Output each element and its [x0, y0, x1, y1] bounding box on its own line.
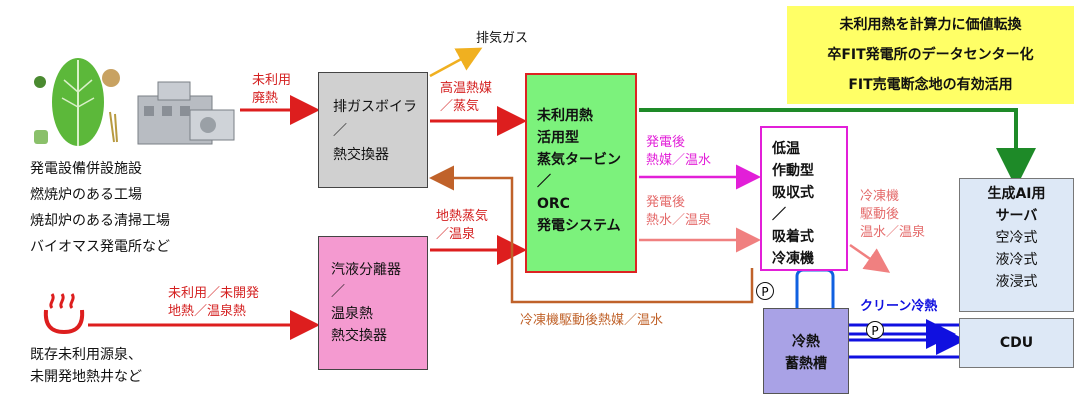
label-gen-after-media: 発電後 熱媒／温水 [646, 134, 711, 170]
box-line: 蒸気タービン [537, 152, 621, 168]
source-item: バイオマス発電所など [30, 239, 170, 255]
arrow-exhaust-gas [429, 47, 483, 78]
box-line: ／ [772, 207, 786, 223]
box-line: サーバ [995, 208, 1038, 224]
box-line: 冷凍機 [772, 251, 814, 267]
source-item: 未開発地熱井など [30, 369, 142, 385]
source-item: 既存未利用源泉、 [30, 347, 142, 363]
value-proposition-callout: 未利用熱を計算力に価値転換 卒FIT発電所のデータセンター化 FIT売電断念地の… [787, 6, 1074, 104]
label-line: 温水／温泉 [860, 225, 926, 240]
industrial-source-list: 発電設備併設施設 燃焼炉のある工場 焼却炉のある清掃工場 バイオマス発電所など [30, 156, 170, 260]
box-line: 液浸式 [995, 274, 1038, 290]
label-line: 熱媒／温水 [646, 153, 712, 168]
label-chiller-return: 冷凍機駆動後熱媒／温水 [520, 313, 664, 328]
label-line: 高温熱媒 [440, 81, 493, 96]
absorption-chiller-box: 低温 作動型 吸収式 ／ 吸着式 冷凍機 [760, 126, 848, 271]
box-line: 排ガスボイラ [333, 99, 417, 115]
label-line: 冷凍機 [860, 189, 900, 204]
box-line: 液冷式 [995, 252, 1038, 268]
exhaust-gas-boiler-box: 排ガスボイラ ／ 熱交換器 [318, 72, 428, 188]
label-unused-geothermal: 未利用／未開発 地熱／温泉熱 [168, 285, 259, 321]
callout-line: FIT売電断念地の有効活用 [848, 77, 1013, 93]
label-line: 地熱蒸気 [436, 209, 489, 224]
box-line: 吸着式 [772, 229, 814, 245]
box-line: ／ [333, 123, 347, 139]
label-line: 廃熱 [252, 91, 279, 106]
label-chiller-after: 冷凍機 駆動後 温水／温泉 [860, 188, 925, 242]
box-line: ／ [537, 174, 551, 190]
callout-line: 卒FIT発電所のデータセンター化 [827, 47, 1034, 63]
orc-power-system-box: 未利用熱 活用型 蒸気タービン ／ ORC 発電システム [525, 73, 637, 273]
box-line: 温泉熱 [331, 306, 373, 322]
arrow-power-to-server [639, 108, 1036, 188]
box-line: 蓄熱槽 [785, 356, 827, 372]
label-line: 地熱／温泉熱 [168, 304, 247, 319]
label-waste-heat: 未利用 廃熱 [252, 72, 291, 108]
source-item: 燃焼炉のある工場 [30, 187, 142, 203]
arrow-chiller-after [849, 243, 891, 273]
label-line: 未利用／未開発 [168, 286, 260, 301]
label-line: 駆動後 [860, 207, 900, 222]
label-clean-cooling: クリーン冷熱 [860, 299, 938, 314]
factory-icon [137, 81, 235, 145]
box-line: 熱交換器 [333, 147, 389, 163]
callout-line: 未利用熱を計算力に価値転換 [839, 17, 1022, 33]
box-line: 汽液分離器 [331, 262, 401, 278]
box-line: ORC [537, 196, 570, 212]
label-line: 発電後 [646, 195, 686, 210]
cold-storage-tank-box: 冷熱 蓄熱槽 [763, 308, 849, 394]
box-line: 冷熱 [792, 334, 820, 350]
label-exhaust-gas: 排気ガス [476, 31, 529, 46]
steam-separator-box: 汽液分離器 ／ 温泉熱 熱交換器 [318, 236, 428, 370]
arrow-return-loop [429, 165, 754, 304]
label-line: ／蒸気 [440, 99, 480, 114]
source-item: 発電設備併設施設 [30, 161, 142, 177]
box-line: 吸収式 [772, 185, 814, 201]
pump-icon: P [866, 321, 884, 339]
hot-spring-source-list: 既存未利用源泉、 未開発地熱井など [30, 344, 142, 388]
box-line: 空冷式 [995, 230, 1038, 246]
box-line: ／ [331, 284, 345, 300]
box-line: 未利用熱 [537, 108, 593, 124]
label-line: 未利用 [252, 73, 292, 88]
label-high-temp-media: 高温熱媒 ／蒸気 [440, 80, 492, 116]
hot-spring-icon [43, 293, 85, 335]
pump-icon: P [756, 282, 774, 300]
source-item: 焼却炉のある清掃工場 [30, 213, 170, 229]
box-line: 発電システム [537, 218, 621, 234]
box-line: 生成AI用 [987, 186, 1046, 202]
label-gen-after-hot-water: 発電後 熱水／温泉 [646, 194, 711, 230]
cdu-box: CDU [959, 318, 1074, 368]
biomass-leaf-icon [34, 58, 120, 146]
box-line: 作動型 [772, 163, 814, 179]
box-line: 活用型 [537, 130, 579, 146]
label-line: 熱水／温泉 [646, 213, 712, 228]
box-line: 低温 [772, 141, 800, 157]
label-line: ／温泉 [436, 227, 476, 242]
ai-server-box: 生成AI用 サーバ 空冷式 液冷式 液浸式 [959, 178, 1074, 312]
label-line: 発電後 [646, 135, 686, 150]
label-geothermal-steam: 地熱蒸気 ／温泉 [436, 208, 488, 244]
box-line: 熱交換器 [331, 328, 387, 344]
